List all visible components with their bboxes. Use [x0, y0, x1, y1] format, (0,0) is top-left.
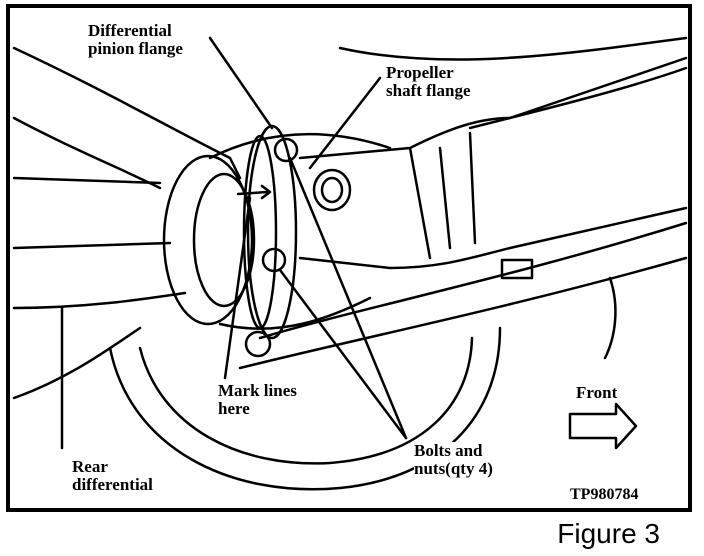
differential-cover: [162, 154, 254, 326]
boot-rib: [438, 146, 452, 250]
yoke-boss-hole: [320, 176, 344, 204]
carrier-bottom: [218, 296, 372, 330]
mark-line-arrow: [236, 184, 272, 200]
body-panel-line: [12, 116, 162, 190]
differential-cover-inner: [192, 172, 256, 308]
label-propeller-shaft-flange: Propeller shaft flange: [386, 63, 471, 100]
label-mark-lines-here: Mark lines here: [218, 381, 297, 418]
body-panel-line: [338, 36, 688, 61]
bolt-nut-lower: [244, 330, 272, 358]
body-panel-line: [12, 291, 187, 310]
crossmember-top: [258, 221, 688, 340]
pinion-flange-face: [242, 134, 278, 330]
leader-pinion-flange: [208, 36, 274, 130]
label-front: Front: [576, 383, 618, 402]
carrier-top: [208, 132, 392, 160]
body-panel-line: [12, 46, 242, 180]
leader-bolt-middle: [278, 268, 408, 440]
body-panel-line: [12, 326, 142, 400]
clamp: [500, 258, 534, 280]
figure-code: TP980784: [570, 486, 639, 503]
leader-mark-lines: [223, 196, 252, 380]
differential-drawing: [12, 36, 688, 491]
wheel-outer: [108, 326, 502, 491]
label-rear-differential: Rear differential: [72, 457, 153, 494]
propeller-shaft-bottom: [298, 206, 688, 270]
leader-bolt-upper: [288, 156, 408, 440]
label-differential-pinion-flange: Differential pinion flange: [88, 21, 183, 58]
crossmember-bottom: [238, 256, 688, 370]
bolt-nut-upper: [273, 137, 299, 163]
figure-frame: Differential pinion flange Propeller sha…: [6, 4, 692, 512]
axle-housing-bottom: [12, 241, 172, 250]
bolt-nut-middle: [261, 247, 287, 273]
boot-rib: [468, 131, 477, 245]
wheel-rim-right: [603, 276, 617, 360]
front-arrow-icon: [568, 402, 638, 450]
boot-edge: [408, 146, 432, 260]
label-bolts-and-nuts: Bolts and nuts(qty 4): [414, 441, 493, 478]
figure-caption: Figure 3: [557, 518, 660, 549]
axle-housing-top: [12, 176, 162, 185]
propeller-shaft-top: [298, 56, 688, 160]
body-panel-line: [468, 66, 688, 130]
wheel-inner: [138, 336, 474, 465]
leader-propeller-flange: [308, 76, 382, 170]
yoke-boss: [312, 168, 352, 212]
